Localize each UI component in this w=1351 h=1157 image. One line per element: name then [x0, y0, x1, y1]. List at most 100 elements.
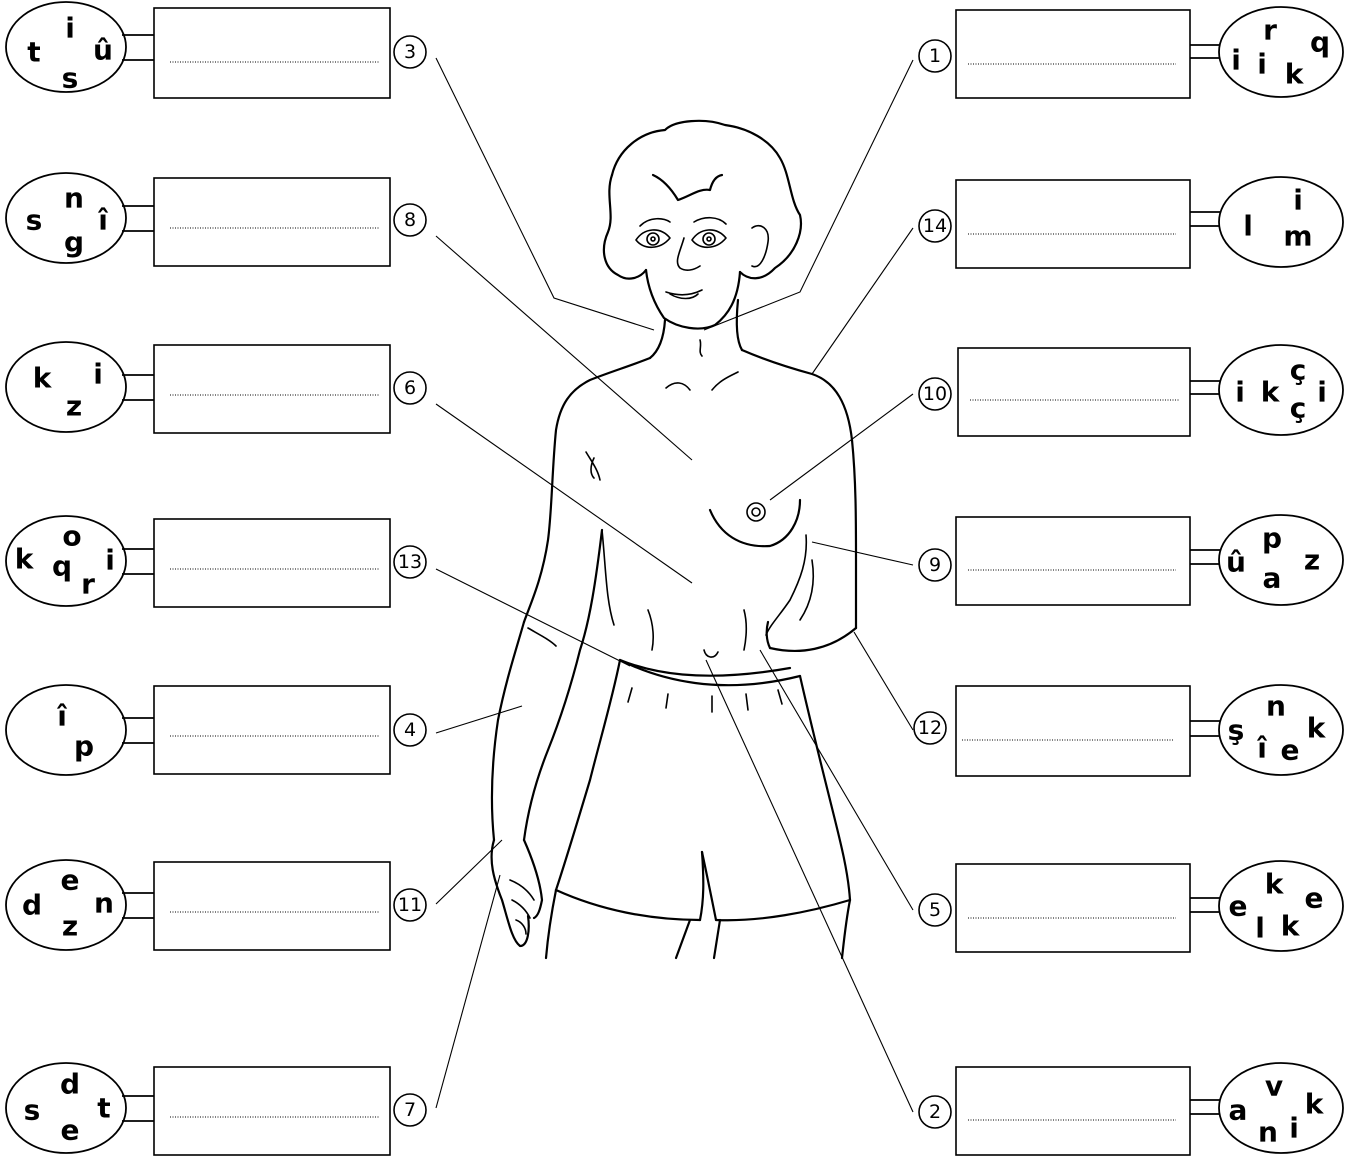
scrambled-letter: e — [1229, 890, 1248, 923]
leader-1 — [704, 60, 913, 330]
scrambled-letter: i — [1235, 376, 1245, 409]
label-item-13: k o q r i 13 — [6, 516, 426, 607]
scrambled-letter: s — [62, 62, 79, 95]
scrambled-letter: g — [64, 226, 84, 259]
scrambled-letter: e — [61, 864, 80, 897]
label-item-12: 12 ş n î e k — [914, 685, 1343, 776]
item-number: 6 — [404, 377, 416, 399]
answer-box[interactable] — [154, 519, 390, 607]
scrambled-letter: î — [56, 700, 67, 733]
scrambled-letter: i — [65, 12, 75, 45]
scrambled-letter: i — [1257, 48, 1267, 81]
scrambled-letter: e — [1305, 882, 1324, 915]
scrambled-letter: k — [1305, 1088, 1325, 1121]
scrambled-letter: i — [93, 358, 103, 391]
answer-box[interactable] — [154, 1067, 390, 1155]
answer-box[interactable] — [956, 180, 1190, 268]
scrambled-letter: l — [1243, 210, 1253, 243]
scrambled-letter: r — [1263, 14, 1277, 47]
scrambled-letter: v — [1265, 1070, 1283, 1103]
scrambled-letter: z — [62, 910, 78, 943]
item-number: 7 — [404, 1099, 416, 1121]
answer-box[interactable] — [956, 686, 1190, 776]
scrambled-letter: k — [15, 543, 35, 576]
scrambled-letter: e — [61, 1114, 80, 1147]
scrambled-letter: n — [94, 887, 114, 920]
label-item-7: s d e t 7 — [6, 1063, 426, 1155]
answer-box[interactable] — [154, 686, 390, 774]
scrambled-letter: i — [105, 544, 115, 577]
answer-box[interactable] — [154, 862, 390, 950]
label-item-5: 5 e k l k e — [919, 861, 1343, 952]
scrambled-letter: n — [64, 182, 84, 215]
body-figure — [492, 121, 856, 958]
item-number: 3 — [404, 41, 416, 63]
leader-2 — [706, 660, 913, 1112]
scrambled-letter: î — [97, 204, 108, 237]
scrambled-letter: ç — [1290, 354, 1307, 387]
answer-box[interactable] — [154, 8, 390, 98]
item-number: 11 — [398, 894, 422, 916]
scrambled-letter: d — [22, 889, 42, 922]
item-number: 5 — [929, 899, 941, 921]
scrambled-letter: m — [1283, 220, 1312, 253]
scrambled-letter: a — [1263, 562, 1282, 595]
scrambled-letter: z — [66, 390, 82, 423]
label-item-8: s n g î 8 — [6, 173, 426, 266]
label-item-4: î p 4 — [6, 685, 426, 775]
scrambled-letter: a — [1229, 1094, 1248, 1127]
leader-12 — [854, 632, 913, 730]
answer-box[interactable] — [956, 1067, 1190, 1155]
answer-box[interactable] — [956, 517, 1190, 605]
answer-box[interactable] — [958, 348, 1190, 436]
scrambled-letter: p — [74, 730, 94, 763]
scrambled-letter: k — [1265, 868, 1285, 901]
answer-box[interactable] — [956, 10, 1190, 98]
scrambled-letter: d — [60, 1068, 80, 1101]
scrambled-letter: p — [1262, 522, 1282, 555]
leader-4 — [436, 706, 522, 733]
scrambled-letter: k — [1261, 376, 1281, 409]
scrambled-letter: ç — [1290, 392, 1307, 425]
leader-10 — [770, 394, 913, 500]
scrambled-letter: k — [1307, 712, 1327, 745]
item-number: 1 — [929, 45, 941, 67]
scrambled-letter: n — [1258, 1116, 1278, 1149]
answer-box[interactable] — [956, 864, 1190, 952]
scrambled-letter: t — [27, 36, 40, 69]
label-item-10: 10 i k ç ç i — [919, 345, 1343, 436]
answer-box[interactable] — [154, 345, 390, 433]
scrambled-letter: û — [93, 34, 113, 67]
scrambled-letter: o — [62, 520, 81, 553]
leader-9 — [812, 542, 913, 565]
label-item-11: d e z n 11 — [6, 860, 426, 950]
scrambled-letter: n — [1266, 690, 1286, 723]
scrambled-letter: s — [26, 204, 43, 237]
label-item-2: 2 a v n i k — [919, 1063, 1343, 1155]
scrambled-letter: k — [33, 362, 53, 395]
leader-8 — [436, 236, 692, 460]
item-number: 4 — [404, 719, 416, 741]
scrambled-letter: t — [97, 1092, 110, 1125]
leader-6 — [436, 404, 692, 583]
scrambled-letter: q — [1310, 26, 1330, 59]
scrambled-letter: r — [81, 568, 95, 601]
scrambled-letter: l — [1255, 912, 1265, 945]
leader-7 — [436, 875, 500, 1108]
scrambled-letter: s — [24, 1094, 41, 1127]
item-number: 14 — [923, 215, 947, 237]
scrambled-letter: û — [1226, 546, 1246, 579]
leader-3 — [436, 58, 654, 330]
scrambled-letter: q — [52, 550, 72, 583]
item-number: 9 — [929, 554, 941, 576]
scrambled-letter: k — [1285, 58, 1305, 91]
scrambled-letter: k — [1281, 910, 1301, 943]
item-number: 12 — [918, 717, 942, 739]
label-item-3: t i s û 3 — [6, 2, 426, 98]
item-number: 10 — [923, 383, 947, 405]
label-item-14: 14 l i m — [919, 177, 1343, 268]
item-number: 13 — [398, 551, 422, 573]
scrambled-letter: ş — [1228, 714, 1245, 747]
answer-box[interactable] — [154, 178, 390, 266]
